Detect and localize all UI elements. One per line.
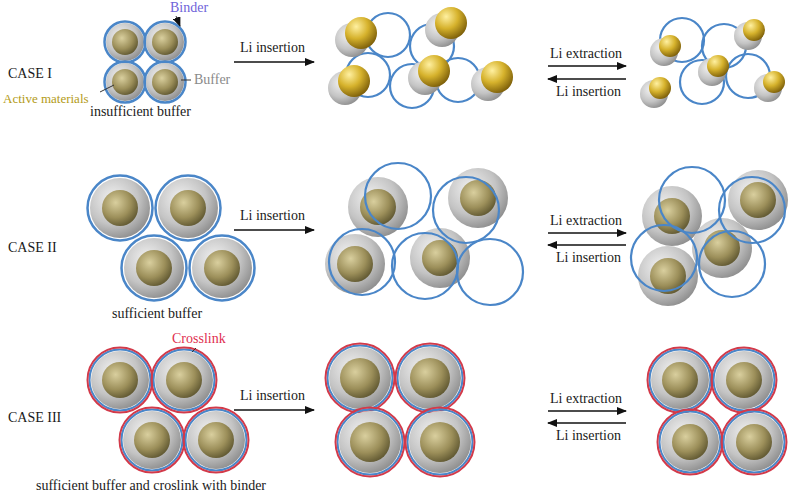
case-three-extracted: [648, 348, 787, 475]
leader-lines: [100, 16, 196, 352]
part-label: Buffer: [194, 72, 230, 88]
caption-text: insufficient buffer: [90, 104, 191, 120]
case-two-extracted: [631, 167, 788, 306]
step-label: Li insertion: [556, 250, 621, 266]
caption-text: sufficient buffer: [112, 306, 202, 322]
case-two-inserted: [325, 163, 523, 305]
case-one-particles: [105, 22, 186, 103]
step-label: Li insertion: [240, 40, 305, 56]
step-label: Li insertion: [556, 84, 621, 100]
case-label: CASE III: [8, 410, 61, 426]
step-label: Li extraction: [550, 391, 622, 407]
step-label: Li extraction: [550, 46, 622, 62]
case-label: CASE II: [8, 240, 57, 256]
case-one-extracted: [640, 18, 785, 108]
step-label: Li insertion: [240, 388, 305, 404]
case-label: CASE I: [8, 66, 52, 82]
caption-text: sufficient buffer and croslink with bind…: [36, 478, 266, 494]
part-label: Binder: [170, 0, 208, 16]
process-arrows: [234, 62, 626, 423]
case-two-particles: [88, 176, 255, 301]
step-label: Li insertion: [556, 428, 621, 444]
part-label: Crosslink: [172, 331, 226, 347]
case-three-inserted: [326, 344, 475, 477]
part-label: Active materials: [3, 91, 89, 107]
case-one-inserted: [328, 7, 513, 108]
step-label: Li extraction: [550, 213, 622, 229]
case-three-particles: [88, 348, 249, 473]
step-label: Li insertion: [240, 208, 305, 224]
